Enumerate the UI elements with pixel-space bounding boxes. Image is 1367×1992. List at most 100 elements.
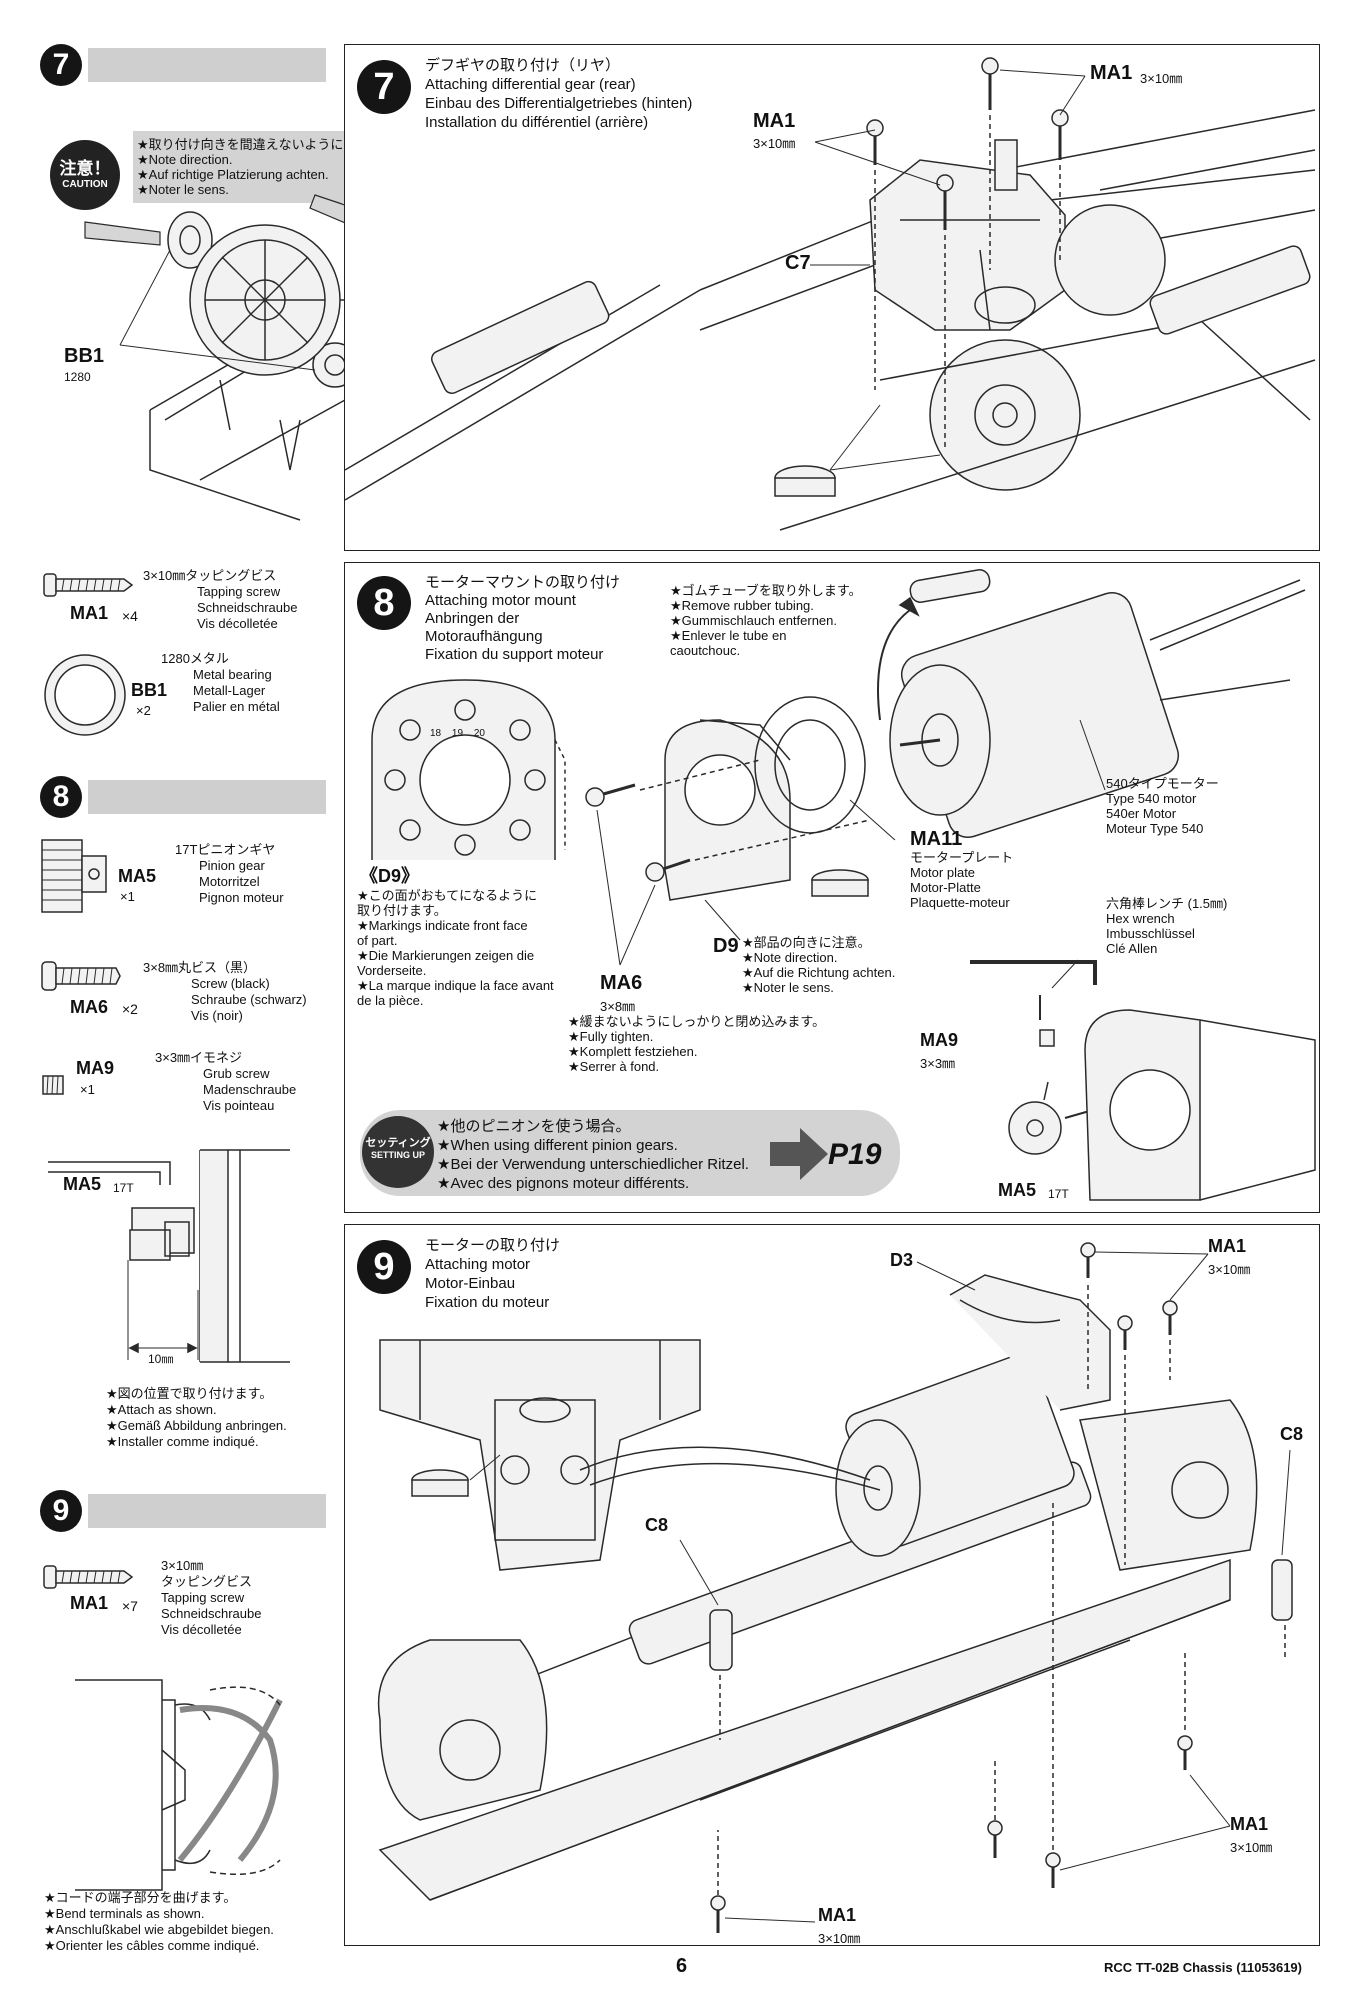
ma6-label: MA6 <box>600 972 643 994</box>
caution-line: ★Noter le sens. <box>137 182 229 197</box>
caution-line: ★Auf richtige Platzierung achten. <box>137 167 329 182</box>
mount-marks: 18 19 20 <box>430 728 485 739</box>
step9-title-line: モーターの取り付け <box>425 1237 561 1254</box>
rubber-line: ★Remove rubber tubing. <box>670 598 814 613</box>
caution-badge-en: CAUTION <box>62 179 108 190</box>
ma9-label: MA9 <box>920 1030 959 1050</box>
step9-ma1-top-sub: 3×10㎜ <box>1208 1262 1251 1277</box>
d3-label: D3 <box>890 1250 914 1270</box>
page-ref-arrow-icon <box>770 1128 828 1180</box>
rubber-notes: ★ゴムチューブを取り外します。 ★Remove rubber tubing. ★… <box>670 583 862 658</box>
parts8-ma6-jp: 3×8㎜丸ビス（黒） <box>143 960 257 975</box>
ma1-screw-icon <box>43 573 134 597</box>
ma1-screw-icon-9 <box>43 1565 134 1589</box>
step8-number: 8 <box>357 576 411 630</box>
attach-line: ★Installer comme indiqué. <box>106 1434 259 1449</box>
step8-title-line: Attaching motor mount <box>425 592 576 609</box>
setting-badge-jp: セッティング <box>365 1137 431 1149</box>
tighten-line: ★緩まないようにしっかりと閉め込みます。 <box>568 1014 826 1029</box>
step7-title-line: Attaching differential gear (rear) <box>425 76 636 93</box>
step9-title: モーターの取り付け Attaching motor Motor-Einbau F… <box>425 1236 560 1312</box>
parts8-ma6-line: Screw (black) <box>191 976 270 991</box>
face-line: de la pièce. <box>357 993 424 1008</box>
step7-title-line: Installation du différentiel (arrière) <box>425 114 649 131</box>
bend-line: ★コードの端子部分を曲げます。 <box>44 1890 237 1905</box>
ma11-line: Motor plate <box>910 865 976 880</box>
ma9-sub: 3×3㎜ <box>920 1056 956 1071</box>
mount-mark: 20 <box>473 728 485 739</box>
setting-up-badge: セッティング SETTING UP <box>362 1116 434 1188</box>
d9-line: ★Noter le sens. <box>742 980 834 995</box>
rubber-line: ★Gummischlauch entfernen. <box>670 613 838 628</box>
page-ref-link[interactable]: P19 <box>828 1138 882 1171</box>
parts8-ma6-line: Schraube (schwarz) <box>191 992 307 1007</box>
parts7-bb1-code: BB1 <box>131 680 168 700</box>
ma9-grub-screw-icon <box>42 1075 64 1095</box>
attach-line: ★Attach as shown. <box>106 1402 217 1417</box>
parts8-ma9-qty: ×1 <box>80 1082 95 1097</box>
face-line: ★La marque indique la face avant <box>357 978 554 993</box>
parts8-ma9-jp: 3×3㎜イモネジ <box>155 1050 243 1065</box>
parts7-ma1-line: Vis décolletée <box>197 616 278 631</box>
ma5-diagram-label: MA5 <box>63 1174 102 1194</box>
step8-title-line: Fixation du support moteur <box>425 646 604 663</box>
face-line: ★この面がおもてになるように <box>357 888 538 903</box>
face-line: Vorderseite. <box>357 963 427 978</box>
rubber-line: ★Enlever le tube en <box>670 628 787 643</box>
step9-ma1-bottom-sub: 3×10㎜ <box>818 1931 861 1946</box>
bend-notes: ★コードの端子部分を曲げます。 ★Bend terminals as shown… <box>44 1890 274 1954</box>
sidebar-step8-bar <box>88 780 326 814</box>
setting-badge-en: SETTING UP <box>370 1150 425 1160</box>
d9-part-label: D9 <box>713 935 739 957</box>
parts8-ma9-text: 3×3㎜イモネジ Grub screw Madenschraube Vis po… <box>155 1050 296 1114</box>
d9-line: ★部品の向きに注意。 <box>742 935 871 950</box>
step7-title: デフギヤの取り付け（リヤ） Attaching differential gea… <box>425 56 692 132</box>
caution-line: ★Note direction. <box>137 152 233 167</box>
caution-badge: 注意！ CAUTION <box>50 140 120 210</box>
step7-c7-label: C7 <box>785 252 811 274</box>
parts7-ma1-line: Tapping screw <box>197 584 281 599</box>
tighten-notes: ★緩まないようにしっかりと閉め込みます。 ★Fully tighten. ★Ko… <box>568 1014 825 1074</box>
parts9-ma1-jp: 3×10㎜ <box>161 1558 204 1573</box>
parts8-ma6-text: 3×8㎜丸ビス（黒） Screw (black) Schraube (schwa… <box>143 960 307 1024</box>
setting-notes: ★他のピニオンを使う場合。 ★When using different pini… <box>437 1117 749 1193</box>
parts7-bb1-line: Metal bearing <box>193 667 272 682</box>
hex-line: Imbusschlüssel <box>1106 926 1195 941</box>
parts8-ma5-line: Pignon moteur <box>199 890 284 905</box>
mount-mark: 18 <box>430 728 442 739</box>
bend-line: ★Orienter les câbles comme indiqué. <box>44 1938 260 1953</box>
setting-line: ★Bei der Verwendung unterschiedlicher Ri… <box>437 1156 749 1173</box>
parts7-bb1-line: Palier en métal <box>193 699 280 714</box>
hex-line: Hex wrench <box>1106 911 1175 926</box>
ma6-sub: 3×8㎜ <box>600 999 636 1014</box>
ma11-text: モータープレート Motor plate Motor-Platte Plaque… <box>910 850 1013 910</box>
d9-line: ★Auf die Richtung achten. <box>742 965 896 980</box>
sidebar-step8-number: 8 <box>40 776 82 818</box>
step8-title-line: モーターマウントの取り付け <box>425 574 621 591</box>
parts7-ma1-jp: 3×10㎜タッピングビス <box>143 568 277 583</box>
parts9-ma1-code: MA1 <box>70 1593 109 1613</box>
tighten-line: ★Serrer à fond. <box>568 1059 660 1074</box>
step9-ma1-bottom-right-label: MA1 <box>1230 1814 1269 1834</box>
parts8-ma5-code: MA5 <box>118 866 157 886</box>
dimension-label: 10㎜ <box>148 1352 174 1366</box>
step9-ma1-top-label: MA1 <box>1208 1236 1247 1256</box>
c8-left-label: C8 <box>645 1515 669 1535</box>
ma5-pinion-icon <box>41 839 107 913</box>
sidebar-step7-number: 7 <box>40 44 82 86</box>
step9-title-line: Attaching motor <box>425 1256 531 1273</box>
bb1-label: BB1 <box>64 345 105 367</box>
face-line: ★Die Markierungen zeigen die <box>357 948 535 963</box>
parts8-ma9-code: MA9 <box>76 1058 115 1078</box>
hex-wrench-text: 六角棒レンチ (1.5㎜) Hex wrench Imbusschlüssel … <box>1106 896 1227 956</box>
setting-line: ★Avec des pignons moteur différents. <box>437 1175 690 1192</box>
step8-title-line: Motoraufhängung <box>425 628 543 645</box>
parts8-ma5-text: 17Tピニオンギヤ Pinion gear Motorritzel Pignon… <box>175 842 284 906</box>
parts8-ma5-qty: ×1 <box>120 889 135 904</box>
parts9-ma1-line: タッピングビス <box>161 1574 253 1589</box>
setting-line: ★When using different pinion gears. <box>437 1137 678 1154</box>
step9-number: 9 <box>357 1240 411 1294</box>
step9-title-line: Fixation du moteur <box>425 1294 550 1311</box>
